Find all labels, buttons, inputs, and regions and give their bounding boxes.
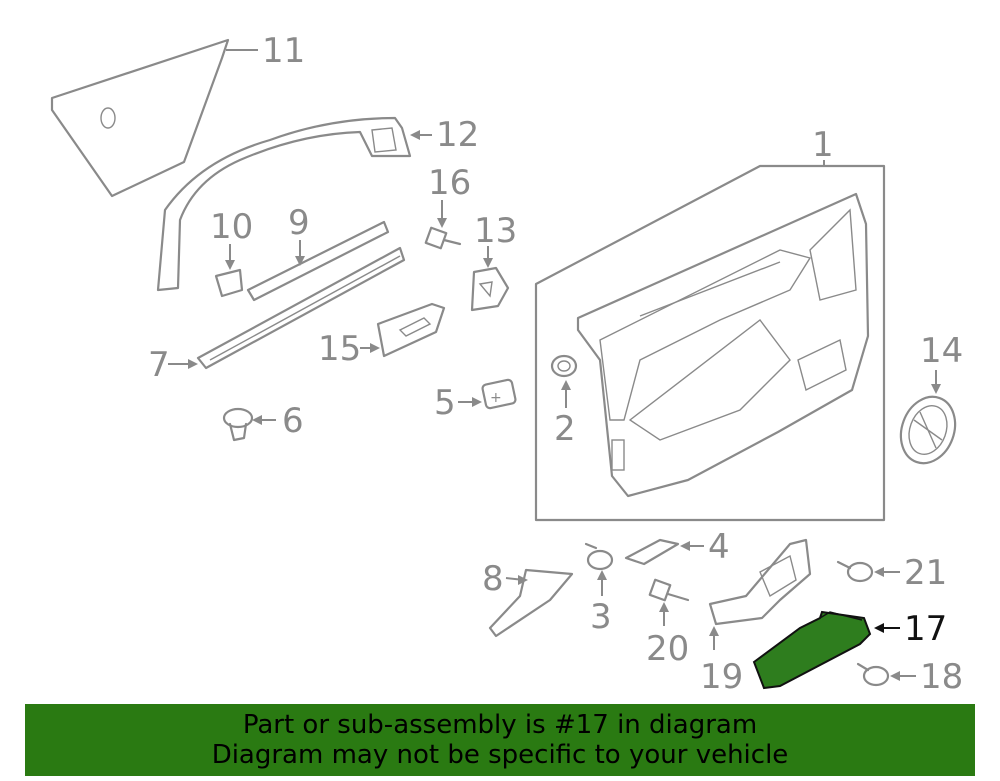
callout-20: 20 xyxy=(646,629,689,669)
callout-6: 6 xyxy=(282,401,304,441)
callout-5: 5 xyxy=(434,383,456,423)
callout-13: 13 xyxy=(474,211,517,251)
part-14-speaker-grille xyxy=(899,370,957,465)
callout-12: 12 xyxy=(436,115,479,155)
callout-8: 8 xyxy=(482,559,504,599)
part-9-upper-strip xyxy=(246,220,390,302)
parts-diagram: 11 12 10 9 7 16 13 xyxy=(50,31,963,697)
callout-17: 17 xyxy=(904,609,947,649)
callout-7: 7 xyxy=(148,345,170,385)
banner-line-2: Diagram may not be specific to your vehi… xyxy=(211,740,789,770)
callout-1: 1 xyxy=(812,125,834,165)
svg-text:+: + xyxy=(490,390,502,406)
callout-19: 19 xyxy=(700,657,743,697)
part-5-switch: + xyxy=(458,378,517,410)
callout-15: 15 xyxy=(318,329,361,369)
part-1-door-trim-panel xyxy=(534,160,886,522)
part-19-armrest-bracket xyxy=(708,538,812,650)
part-10-clip xyxy=(214,244,244,298)
part-15-switch-bezel xyxy=(360,302,446,358)
banner-line-1: Part or sub-assembly is #17 in diagram xyxy=(242,710,758,740)
part-11-window-panel xyxy=(50,38,258,198)
callout-21: 21 xyxy=(904,553,947,593)
part-6-clip xyxy=(222,407,276,442)
part-8-pull-trim xyxy=(488,568,574,638)
part-4-foam-pad xyxy=(624,538,704,566)
callout-4: 4 xyxy=(708,527,730,567)
callout-18: 18 xyxy=(920,657,963,697)
part-12-frame-trim xyxy=(156,116,432,292)
callout-2: 2 xyxy=(554,409,576,449)
part-16-bolt xyxy=(424,200,462,250)
part-7-sill-strip xyxy=(168,246,406,370)
part-13-bracket xyxy=(470,246,510,312)
callout-14: 14 xyxy=(920,331,963,371)
part-18-screw xyxy=(856,662,916,687)
callout-11: 11 xyxy=(262,31,305,71)
callout-10: 10 xyxy=(210,207,253,247)
callout-9: 9 xyxy=(288,203,310,243)
callout-16: 16 xyxy=(428,163,471,203)
part-20-bolt xyxy=(648,578,690,626)
part-17-armrest-pad-highlighted xyxy=(752,610,900,690)
info-banner: Part or sub-assembly is #17 in diagram D… xyxy=(25,704,975,776)
part-2-grommet xyxy=(550,354,578,408)
callout-3: 3 xyxy=(590,597,612,637)
part-21-screw xyxy=(836,560,900,583)
part-3-screw xyxy=(584,542,614,596)
